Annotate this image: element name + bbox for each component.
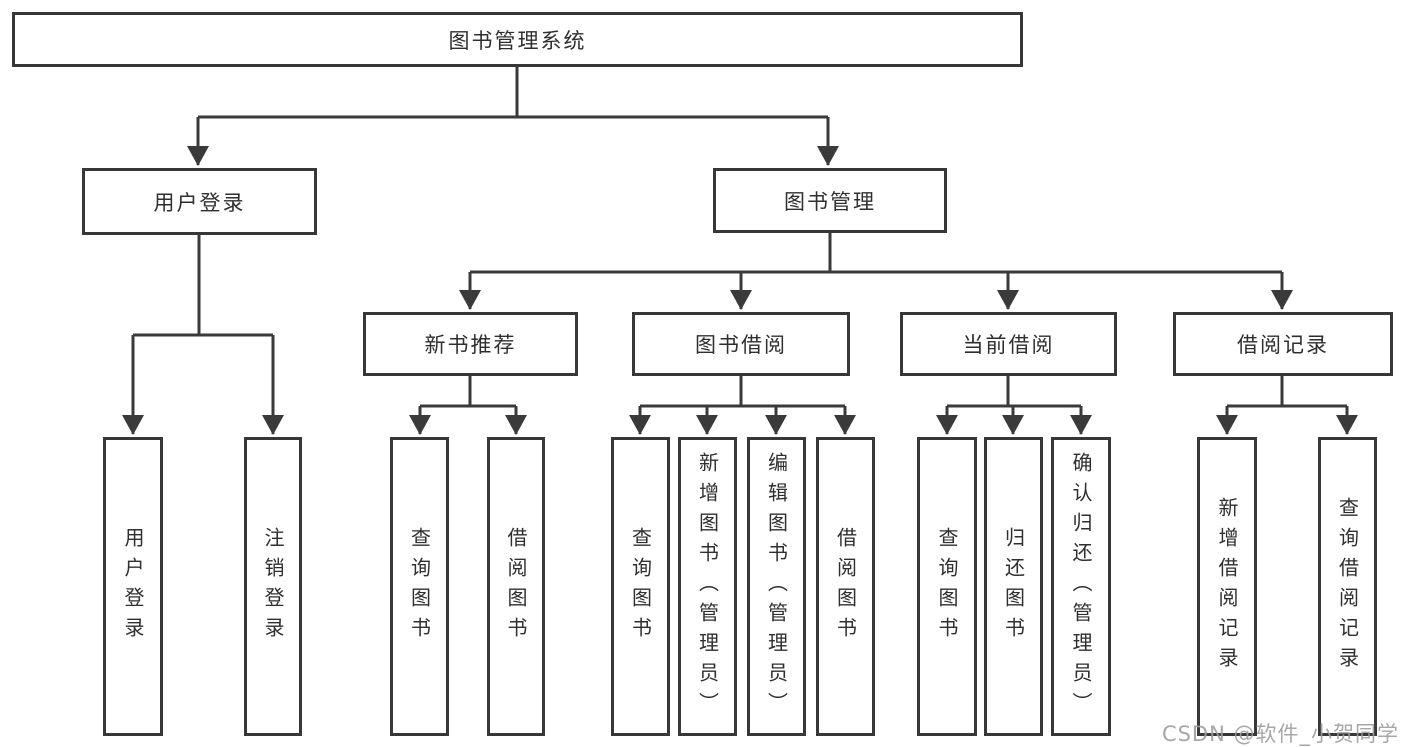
leaf-logout-login-label: 注销登录: [261, 526, 285, 647]
leaf-newbooks-query-books-label: 查询图书: [407, 526, 432, 647]
node-current-borrow-label: 当前借阅: [962, 333, 1055, 357]
leaf-newbooks-borrow-books-label: 借阅图书: [504, 526, 528, 647]
leaf-logout-login: 注销登录: [244, 437, 302, 736]
node-book-borrow: 图书借阅: [632, 312, 850, 376]
leaf-user-login: 用户登录: [103, 437, 163, 736]
leaf-current-confirm-return: 确认归还（管理员）: [1051, 437, 1111, 736]
leaf-records-query-record: 查询借阅记录: [1318, 437, 1377, 736]
leaf-borrow-add-books: 新增图书（管理员）: [678, 437, 737, 736]
leaf-records-query-record-label: 查询借阅记录: [1335, 496, 1360, 677]
node-user-login-label: 用户登录: [153, 190, 246, 215]
leaf-current-return-books: 归还图书: [984, 437, 1043, 736]
connector-skeleton: [133, 67, 1347, 408]
node-root-label: 图书管理系统: [448, 28, 587, 53]
leaf-current-query-books-label: 查询图书: [935, 526, 959, 647]
node-new-books: 新书推荐: [363, 312, 578, 376]
node-borrow-records: 借阅记录: [1173, 312, 1393, 376]
leaf-borrow-edit-books-label: 编辑图书（管理员）: [764, 451, 789, 722]
leaf-borrow-borrow-books-label: 借阅图书: [833, 526, 858, 647]
node-new-books-label: 新书推荐: [424, 333, 517, 357]
leaf-newbooks-query-books: 查询图书: [390, 437, 449, 736]
leaf-borrow-query-books-label: 查询图书: [628, 526, 653, 647]
node-borrow-records-label: 借阅记录: [1237, 333, 1329, 357]
leaf-records-add-record: 新增借阅记录: [1197, 437, 1257, 736]
leaf-current-confirm-return-label: 确认归还（管理员）: [1069, 451, 1093, 722]
node-user-login: 用户登录: [82, 168, 317, 235]
node-book-mgmt: 图书管理: [713, 168, 947, 233]
node-book-borrow-label: 图书借阅: [695, 333, 787, 357]
leaf-newbooks-borrow-books: 借阅图书: [487, 437, 545, 736]
leaf-borrow-query-books: 查询图书: [611, 437, 670, 736]
node-book-mgmt-label: 图书管理: [784, 189, 876, 214]
leaf-current-return-books-label: 归还图书: [1001, 526, 1026, 647]
leaf-user-login-label: 用户登录: [121, 526, 145, 647]
leaf-borrow-add-books-label: 新增图书（管理员）: [695, 451, 720, 722]
connector-arrows: [122, 117, 1358, 435]
csdn-watermark: CSDN @软件_小贺同学: [1161, 722, 1399, 746]
leaf-borrow-edit-books: 编辑图书（管理员）: [747, 437, 806, 736]
leaf-records-add-record-label: 新增借阅记录: [1215, 496, 1239, 677]
node-root: 图书管理系统: [12, 12, 1023, 67]
leaf-current-query-books: 查询图书: [917, 437, 977, 736]
node-current-borrow: 当前借阅: [900, 312, 1117, 376]
leaf-borrow-borrow-books: 借阅图书: [816, 437, 875, 736]
